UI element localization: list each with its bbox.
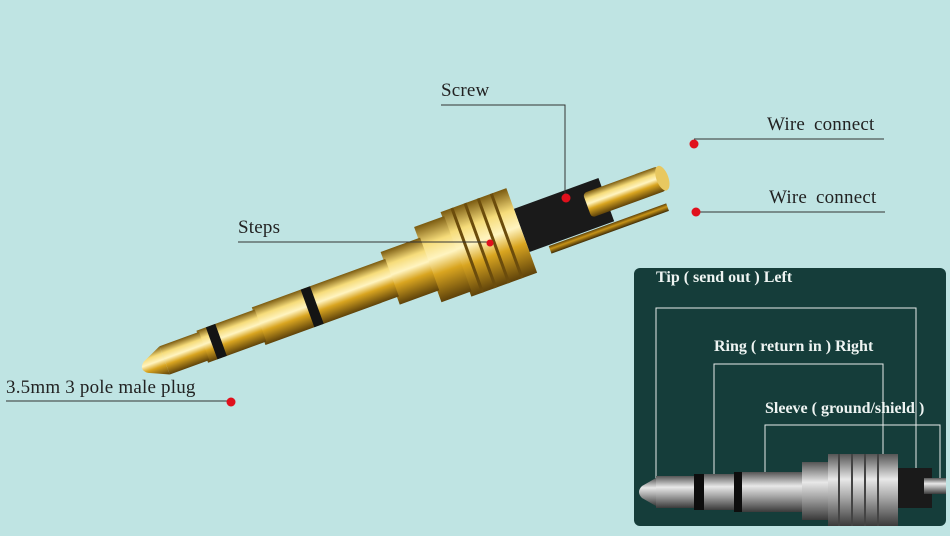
tip-solder-pin [583,167,666,217]
wire-connect-bottom-label: Wire connect [769,187,877,208]
plug-label: 3.5mm 3 pole male plug [6,377,196,398]
steps-marker [486,239,494,247]
steps-label: Steps [238,217,281,238]
tip-label: Tip ( send out ) Left [656,269,793,286]
pinout-inset: Tip ( send out ) Left Ring ( return in )… [634,268,946,526]
inset-ring [704,474,734,510]
plug-marker [226,397,236,407]
sleeve-shaft [251,258,399,345]
wire-connect-bottom-marker [691,207,701,217]
screw-leader [441,104,566,197]
sleeve-label: Sleeve ( ground/shield ) [765,400,925,417]
ring-label: Ring ( return in ) Right [714,338,874,355]
sleeve-bracket [764,424,941,493]
flange [414,216,472,303]
inset-sleeve [742,472,802,512]
tip-contact [159,331,210,375]
insulator-ring-1 [205,323,227,360]
screw-marker [561,193,571,203]
inset-tip [656,476,694,508]
tip-bracket [655,307,917,493]
sleeve-solder-tab [548,203,669,254]
wire-connect-top-marker [689,139,699,149]
insulator-ring-2 [300,286,324,328]
ring-bracket [713,363,884,493]
wire-connect-top-label: Wire connect [767,114,875,135]
pinout-illustration [639,307,946,526]
tip-point [141,346,170,375]
screw-label: Screw [441,80,490,101]
